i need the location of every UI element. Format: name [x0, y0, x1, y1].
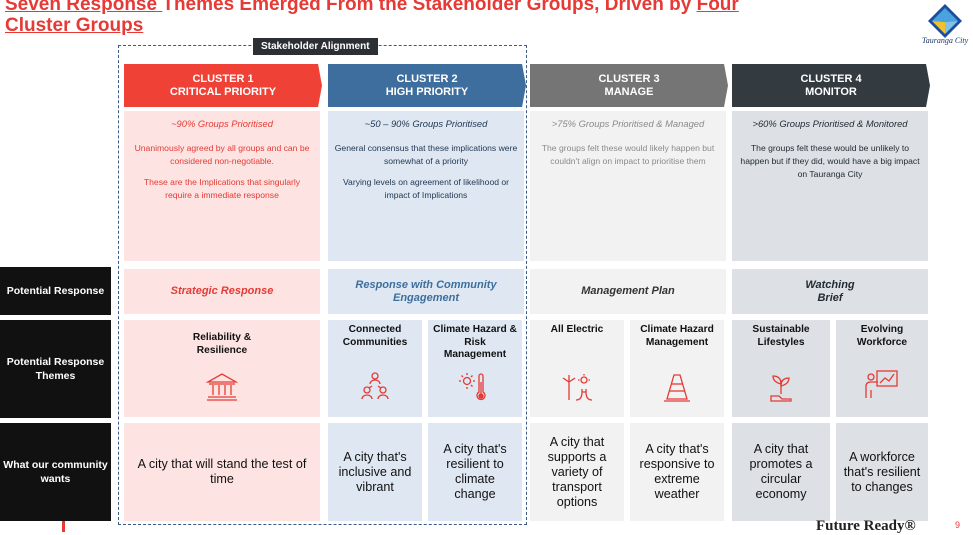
cluster-3-header: CLUSTER 3 MANAGE: [530, 64, 728, 107]
cluster-4-stat: >60% Groups Prioritised & Monitored: [752, 118, 908, 129]
title-part-3: Four: [696, 0, 739, 15]
cluster-2-text-1: General consensus that these implication…: [334, 143, 518, 166]
traffic-cone-icon: [664, 374, 690, 402]
theme-climate-hazard-risk: Climate Hazard & Risk Management: [428, 320, 522, 417]
theme-name: Sustainable Lifestyles: [752, 324, 810, 348]
theme-name: Connected Communities: [342, 324, 408, 348]
cluster-2-name: HIGH PRIORITY: [385, 85, 469, 98]
response-strategic: Strategic Response: [124, 269, 320, 314]
title-part-4: Cluster Groups: [5, 15, 144, 36]
response-community-engagement: Response with Community Engagement: [328, 269, 524, 314]
stakeholder-alignment-label: Stakeholder Alignment: [253, 38, 378, 55]
row-label-potential-response: Potential Response: [0, 267, 111, 315]
cluster-4-text-1: The groups felt these would be unlikely …: [740, 143, 920, 179]
cluster-3-stat: >75% Groups Prioritised & Managed: [551, 118, 705, 129]
theme-connected-communities: Connected Communities: [328, 320, 422, 417]
logo-text: Tauranga City: [922, 36, 969, 45]
wind-solar-plug-icon: [562, 374, 593, 401]
accent-mark: [62, 521, 65, 532]
want-connected: A city that's inclusive and vibrant: [328, 423, 422, 521]
cluster-1-text-2: These are the Implications that singular…: [143, 177, 301, 200]
cluster-2-text-2: Varying levels on agreement of likelihoo…: [342, 177, 510, 200]
response-watching-brief: Watching Brief: [732, 269, 928, 314]
cluster-1-stat: ~90% Groups Prioritised: [171, 118, 273, 129]
theme-name: Evolving Workforce: [856, 324, 908, 348]
people-network-icon: [361, 372, 389, 400]
cluster-1-number: CLUSTER 1: [192, 72, 254, 85]
cluster-3-name: MANAGE: [604, 85, 654, 98]
row-label-community-wants: What our community wants: [0, 423, 111, 521]
theme-reliability-resilience: Reliability & Resilience: [124, 320, 320, 417]
cluster-1-name: CRITICAL PRIORITY: [169, 85, 277, 98]
row-label-potential-themes: Potential Response Themes: [0, 320, 111, 418]
want-climate-risk: A city that's resilient to climate chang…: [428, 423, 522, 521]
cluster-3-number: CLUSTER 3: [598, 72, 660, 85]
cluster-1-header: CLUSTER 1 CRITICAL PRIORITY: [124, 64, 322, 107]
footer-brand: Future Ready®: [816, 518, 916, 534]
plant-hand-icon: [770, 375, 792, 402]
page-number: 9: [955, 520, 961, 530]
cluster-2-stat: ~50 – 90% Groups Prioritised: [364, 118, 488, 129]
tauranga-logo-icon: [928, 4, 962, 38]
theme-climate-hazard-management: Climate Hazard Management: [630, 320, 724, 417]
bank-icon: [205, 373, 239, 401]
cluster-1-description: ~90% Groups Prioritised Unanimously agre…: [124, 111, 320, 261]
cluster-3-description: >75% Groups Prioritised & Managed The gr…: [530, 111, 726, 261]
cluster-2-description: ~50 – 90% Groups Prioritised General con…: [328, 111, 524, 261]
want-all-electric: A city that supports a variety of transp…: [530, 423, 624, 521]
cluster-2-header: CLUSTER 2 HIGH PRIORITY: [328, 64, 526, 107]
theme-name: Climate Hazard Management: [640, 324, 714, 348]
want-workforce: A workforce that's resilient to changes: [836, 423, 928, 521]
cluster-2-number: CLUSTER 2: [396, 72, 458, 85]
cluster-4-header: CLUSTER 4 MONITOR: [732, 64, 930, 107]
theme-sustainable-lifestyles: Sustainable Lifestyles: [732, 320, 830, 417]
cluster-4-description: >60% Groups Prioritised & Monitored The …: [732, 111, 928, 261]
want-reliability: A city that will stand the test of time: [124, 423, 320, 521]
theme-name: Reliability & Resilience: [192, 332, 252, 356]
thermometer-sun-icon: [459, 373, 486, 401]
want-climate-management: A city that's responsive to extreme weat…: [630, 423, 724, 521]
cluster-4-name: MONITOR: [805, 85, 857, 98]
theme-all-electric: All Electric: [530, 320, 624, 417]
cluster-4-number: CLUSTER 4: [800, 72, 862, 85]
want-sustainable: A city that promotes a circular economy: [732, 423, 830, 521]
cluster-3-text-1: The groups felt these would likely happe…: [541, 143, 715, 166]
theme-evolving-workforce: Evolving Workforce: [836, 320, 928, 417]
title-part-2: Themes Emerged From the Stakeholder Grou…: [162, 0, 697, 15]
page-title: Seven Response Themes Emerged From the S…: [5, 0, 905, 36]
theme-name: All Electric: [550, 324, 604, 335]
presenter-chart-icon: [865, 370, 898, 398]
title-part-1: Seven Response: [5, 0, 163, 15]
cluster-1-text-1: Unanimously agreed by all groups and can…: [134, 143, 310, 166]
theme-name: Climate Hazard & Risk Management: [433, 324, 517, 360]
response-management-plan: Management Plan: [530, 269, 726, 314]
